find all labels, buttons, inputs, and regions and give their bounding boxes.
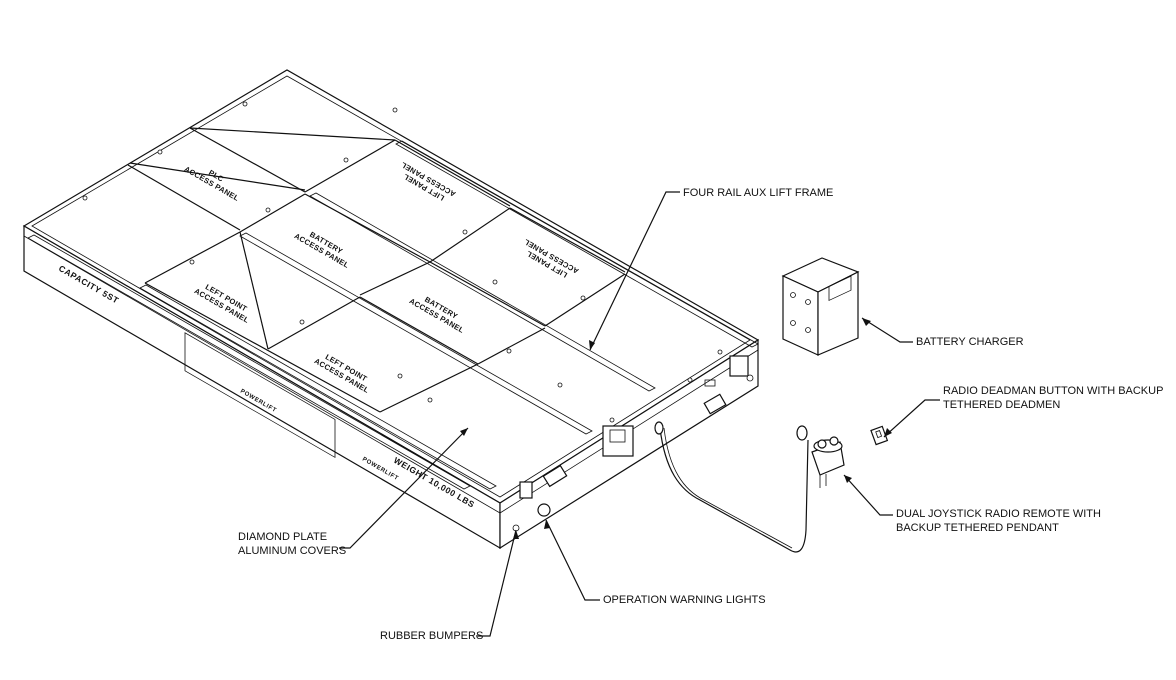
four-rail-callout: FOUR RAIL AUX LIFT FRAME: [683, 187, 833, 199]
radio-deadman-button: [870, 425, 889, 446]
side-label-plate: [184, 332, 336, 459]
diamond-plate-callout-line2: ALUMINUM COVERS: [238, 545, 346, 557]
deck-bolts: [82, 101, 723, 423]
diamond-plate-callout-line1: DIAMOND PLATE: [238, 531, 327, 543]
panel-seams: [127, 127, 626, 413]
operation-lights-callout: OPERATION WARNING LIGHTS: [603, 594, 766, 606]
dual-joystick-callout-line1: DUAL JOYSTICK RADIO REMOTE WITH: [896, 508, 1101, 520]
callout-labels: FOUR RAIL AUX LIFT FRAME BATTERY CHARGER…: [238, 187, 1163, 642]
cable-loop: [796, 425, 808, 441]
rubber-bumpers-callout: RUBBER BUMPERS: [380, 630, 483, 642]
battery-charger-callout: BATTERY CHARGER: [916, 336, 1024, 348]
warning-light-housing: [519, 481, 533, 499]
joystick-remote: [811, 436, 845, 488]
control-box: [602, 425, 634, 457]
dual-joystick-callout-line2: BACKUP TETHERED PENDANT: [896, 522, 1059, 534]
callout-arrows: [460, 318, 892, 539]
end-controls: [512, 355, 754, 532]
battery-charger: [781, 257, 860, 356]
end-connector: [729, 355, 749, 377]
callout-leaders: [339, 191, 940, 637]
lift-rails: [27, 140, 759, 490]
deck-inner-border: [31, 75, 751, 498]
warning-light: [537, 503, 551, 517]
tether-cable: [659, 427, 809, 553]
radio-deadman-callout-line1: RADIO DEADMAN BUTTON WITH BACKUP: [943, 385, 1163, 397]
radio-deadman-callout-line2: TETHERED DEADMEN: [943, 399, 1060, 411]
